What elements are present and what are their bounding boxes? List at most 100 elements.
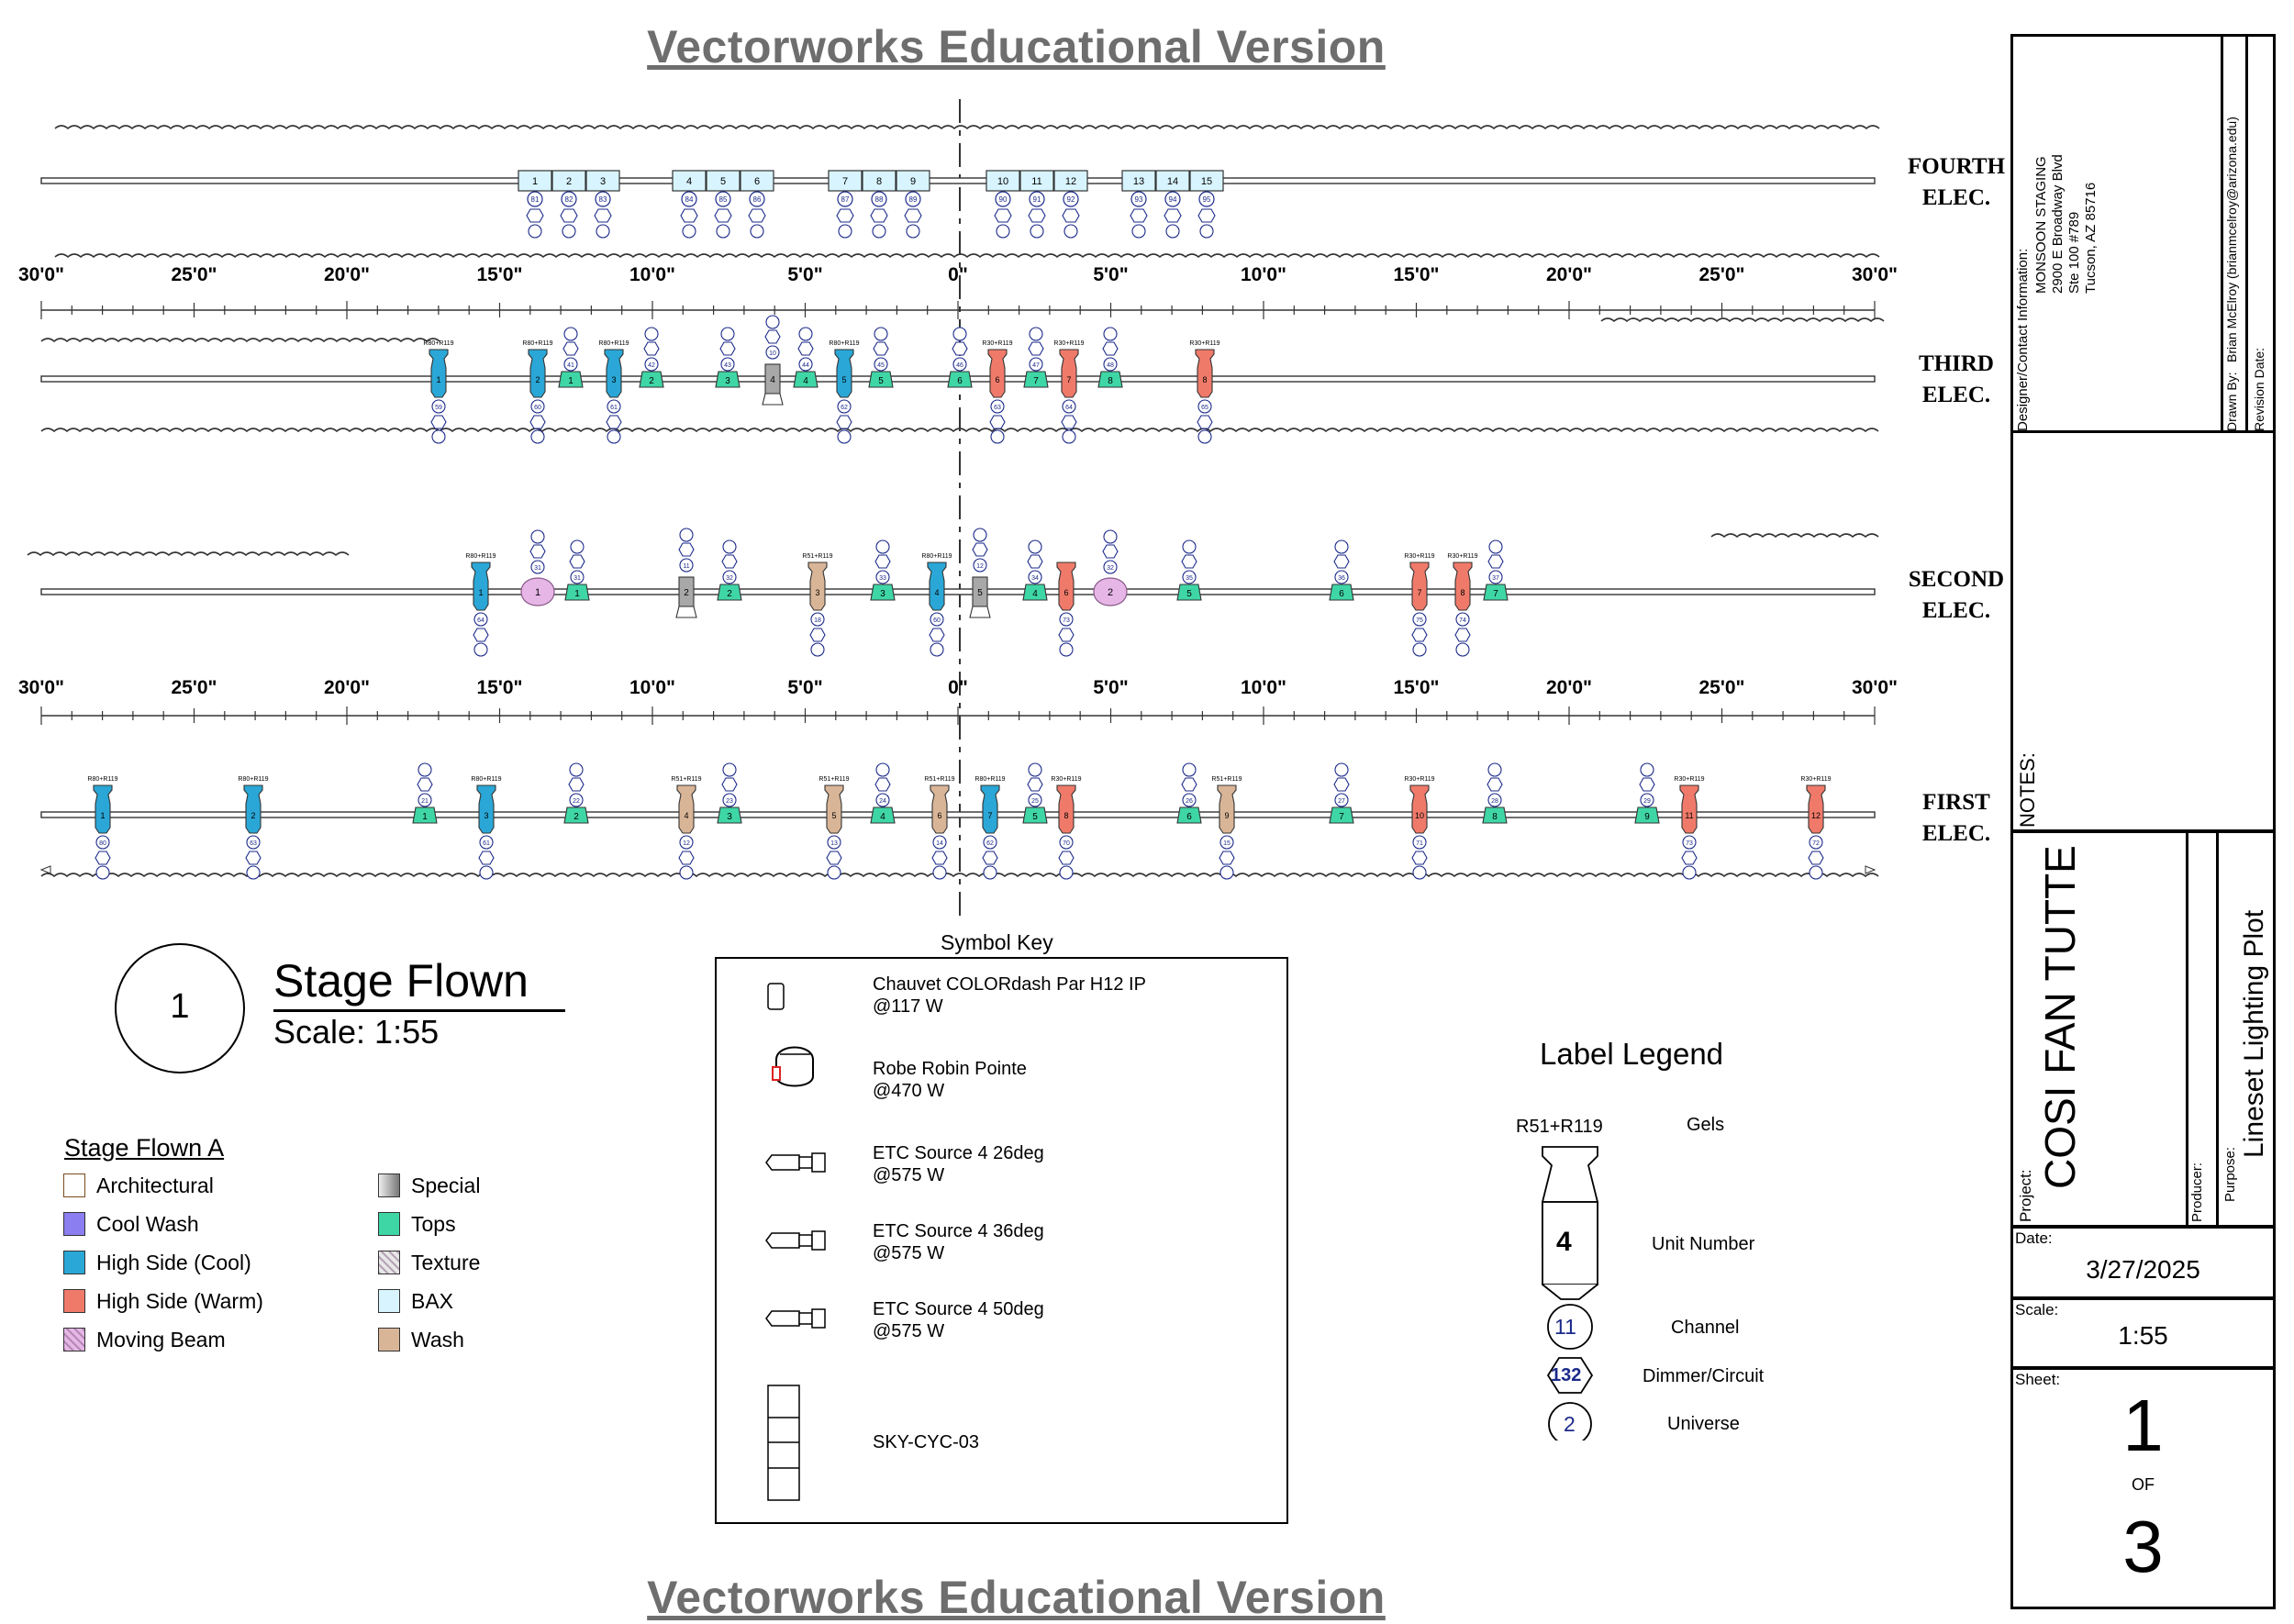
bax-label-stack: 93: [1130, 191, 1148, 239]
channel-number: 72: [1812, 840, 1820, 847]
channel-circle: [1063, 191, 1079, 207]
fixture-unit-number: 10: [1415, 811, 1424, 820]
tb-address3: Tucson, AZ 85716: [2083, 182, 2099, 294]
fixture-body: [676, 784, 696, 834]
channel-circle: [1412, 835, 1427, 850]
symbol-key-title: Symbol Key: [941, 930, 1053, 954]
drawing-title-rule: [273, 1009, 565, 1012]
fixture-body: [870, 806, 896, 824]
label-legend-fixture: [1542, 1146, 1598, 1440]
bax-unit: 1: [518, 170, 552, 192]
circuit-hex: [1219, 851, 1235, 865]
fixture-unit-number: 7: [987, 811, 992, 820]
fixture-unit-number: 6: [1339, 589, 1344, 599]
universe-circle: [1063, 224, 1078, 239]
circuit-hex: [1454, 628, 1471, 642]
channel-number: 29: [1643, 798, 1651, 805]
circuit-hex: [797, 341, 814, 356]
channel-circle: [595, 191, 611, 207]
fixture-unit-number: 3: [815, 588, 819, 597]
circuit-hex: [1102, 544, 1119, 559]
fixture-body: [476, 784, 496, 834]
fixture-unit-number: 6: [937, 811, 941, 820]
fixture-unit-number: 5: [977, 588, 983, 598]
colordash-par-icon: [767, 983, 785, 1010]
channel-number: 73: [1063, 617, 1070, 624]
drawing-scale: Scale: 1:55: [273, 1013, 440, 1051]
channel-circle: [1197, 399, 1212, 414]
channel-circle: [1029, 191, 1045, 207]
circuit-hex: [529, 415, 546, 429]
bax-body: [672, 170, 707, 192]
bax-label-stack: 90: [994, 191, 1012, 239]
channel-number: 64: [1065, 405, 1073, 411]
fixture-unit-number: 1: [436, 375, 440, 384]
universe-circle: [1182, 539, 1197, 554]
fixture-top: 2222: [563, 762, 589, 824]
fixture-beam: 322: [1093, 529, 1128, 606]
bax-label-stack: 85: [714, 191, 732, 239]
layer-label: Texture: [411, 1251, 481, 1274]
circuit-hex: [931, 851, 948, 865]
ruler-label: 20'0": [324, 677, 370, 698]
bax-label-stack: 92: [1062, 191, 1080, 239]
label-legend-universe-sample: 2: [1564, 1412, 1576, 1436]
fixture-unit-number: 8: [1202, 375, 1207, 384]
layer-swatch: [378, 1289, 400, 1313]
fixture-unit-number: 8: [1492, 812, 1498, 822]
universe-circle: [798, 327, 813, 341]
key-item-source4-26: ETC Source 4 26deg@575 W: [873, 1143, 1044, 1185]
fixture-top: 2466: [947, 327, 973, 388]
fixture-unit-number: 4: [1032, 589, 1038, 599]
fixture-body: [564, 584, 590, 601]
circuit-hex: [904, 208, 922, 223]
fixture-body: [1483, 584, 1509, 601]
fixture-body: [1679, 784, 1699, 834]
bax-unit-number: 3: [600, 176, 606, 187]
tb-scale-label: Scale:: [2015, 1301, 2059, 1318]
pipe-label-line1: THIRD: [1919, 351, 1994, 376]
fixture-unit-number: 5: [878, 376, 884, 386]
circuit-hex: [982, 851, 998, 865]
circuit-hex: [678, 542, 695, 557]
bax-unit-number: 14: [1167, 176, 1178, 187]
channel-circle: [905, 191, 921, 207]
fixture-body: [1806, 784, 1826, 834]
tb-drawn-name: Brian McElroy (brianmcelroy@arizona.edu): [2224, 117, 2239, 362]
fixture-top: 2422: [639, 327, 664, 388]
bax-body: [862, 170, 896, 192]
masking-border: [40, 428, 1879, 433]
channel-circle: [418, 793, 432, 807]
ruler-label: 30'0": [18, 677, 64, 698]
fixture-unit-number: 1: [478, 588, 483, 597]
fixture-body: [717, 806, 742, 824]
channel-number: 32: [1107, 565, 1114, 572]
fixture-body: [1022, 584, 1048, 601]
channel-circle: [563, 357, 578, 372]
tb-of: OF: [2132, 1475, 2155, 1494]
layer-label: Tops: [411, 1212, 456, 1236]
channel-number: 92: [1067, 195, 1075, 204]
channel-circle: [1198, 191, 1215, 207]
circuit-hex: [873, 341, 889, 356]
channel-number: 93: [1135, 195, 1143, 204]
universe-circle: [563, 327, 578, 341]
circuit-hex: [836, 208, 854, 223]
universe-circle: [1412, 865, 1427, 880]
channel-number: 36: [1338, 575, 1345, 582]
pipe-label-line2: ELEC.: [1921, 383, 1991, 407]
channel-circle: [871, 191, 887, 207]
channel-number: 42: [648, 362, 655, 369]
ruler-label: 0": [948, 677, 968, 698]
universe-circle: [679, 865, 694, 880]
fixture-gel: R51+R119: [924, 776, 954, 783]
fixture-special: 112: [675, 528, 697, 618]
